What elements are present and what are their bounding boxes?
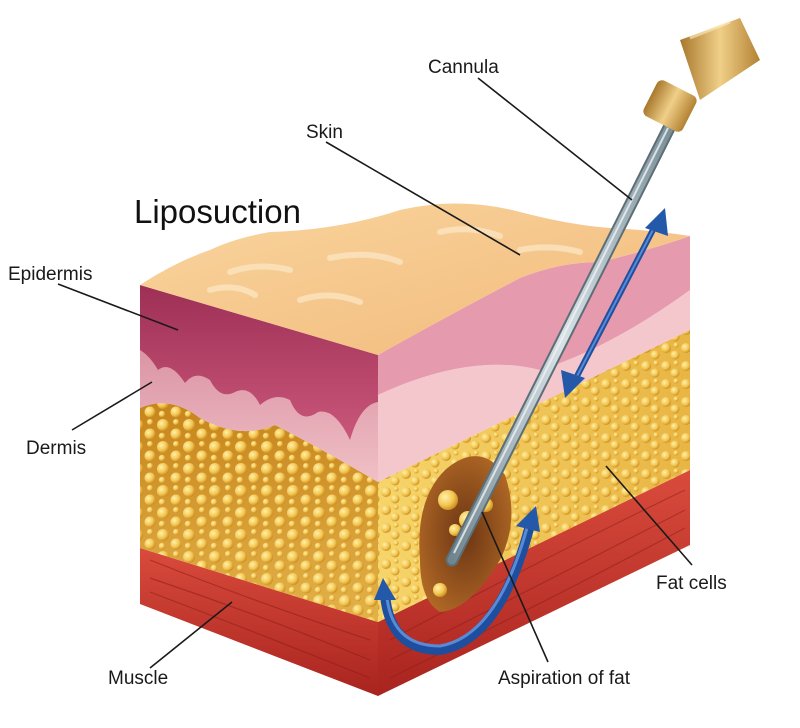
leader-fat-cells xyxy=(605,465,693,566)
diagram-title: Liposuction xyxy=(134,193,301,230)
label-epidermis: Epidermis xyxy=(8,264,93,285)
leader-epidermis xyxy=(57,283,179,331)
label-muscle: Muscle xyxy=(108,668,169,689)
leader-aspiration xyxy=(481,511,549,663)
leader-muscle xyxy=(149,601,233,669)
leader-lines xyxy=(57,77,693,669)
skin-surface xyxy=(140,203,690,355)
leader-dermis xyxy=(71,381,153,431)
movement-arrow xyxy=(561,208,668,398)
leader-cannula xyxy=(477,77,633,201)
epidermis-layer-front xyxy=(140,285,378,440)
aspiration-arrow xyxy=(374,506,540,656)
label-fat-cells: Fat cells xyxy=(656,573,727,594)
muscle-layer-front xyxy=(140,548,378,696)
label-aspiration-of-fat: Aspiration of fat xyxy=(498,668,631,689)
cannula xyxy=(445,18,760,567)
label-dermis: Dermis xyxy=(26,438,87,459)
front-face xyxy=(140,285,378,696)
leader-skin xyxy=(325,141,521,256)
label-cannula: Cannula xyxy=(428,57,499,78)
epidermis-layer-right xyxy=(378,236,690,395)
label-skin: Skin xyxy=(306,122,343,143)
